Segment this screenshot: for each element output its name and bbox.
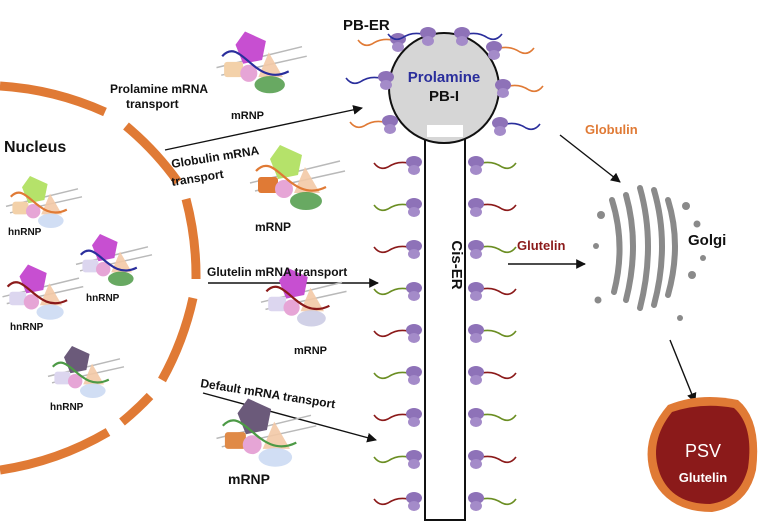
prolamine-transport-label-1: Prolamine mRNA [110, 82, 208, 96]
mrnp-label-3: mRNP [294, 345, 327, 357]
hnrnp-label-4: hnRNP [50, 402, 84, 413]
ribosome [349, 115, 398, 134]
glutelin-output-label: Glutelin [517, 238, 565, 253]
default-transport-label: Default mRNA transport [200, 376, 337, 411]
ribosome [495, 79, 544, 98]
rnp-complex [2, 264, 84, 320]
rnp-complex [47, 346, 125, 398]
prolamine-arrow [164, 105, 363, 151]
ribosome [468, 156, 517, 175]
rnp-complex [260, 268, 347, 327]
ribosome [387, 27, 436, 46]
globulin-arrow [559, 134, 621, 183]
globulin-transport-label-2: transport [170, 167, 224, 189]
hnrnp-label-3: hnRNP [10, 322, 44, 333]
ribosome [373, 282, 422, 301]
mrnp-label-4: mRNP [228, 471, 270, 487]
rnp-complex [216, 398, 317, 467]
golgi-label: Golgi [688, 232, 726, 249]
ribosome [373, 408, 422, 427]
golgi-vesicles [593, 202, 706, 321]
ribosome [357, 33, 406, 52]
ribosome [468, 492, 517, 511]
ribosome [373, 450, 422, 469]
cis-er-label: Cis-ER [448, 240, 465, 289]
mrnp-label-1: mRNP [231, 110, 264, 122]
ribosome [468, 450, 517, 469]
globulin-transport-label-1: Globulin mRNA [170, 143, 260, 171]
rnp-complex [216, 31, 307, 94]
ribosome [468, 366, 517, 385]
psv-body [656, 405, 750, 504]
pb-er-label: PB-ER [343, 17, 390, 34]
ribosome [373, 366, 422, 385]
ribosome [468, 198, 517, 217]
prolamine-label: Prolamine [408, 69, 481, 86]
ribosome [454, 27, 503, 46]
ribosome [373, 240, 422, 259]
default-transport-arrow [202, 392, 377, 443]
hnrnp-label-2: hnRNP [86, 293, 120, 304]
golgi-icon [609, 185, 678, 311]
rnp-complex [249, 145, 346, 210]
rnp-complex [75, 234, 153, 286]
rnp-complex [5, 176, 83, 228]
nucleus-label: Nucleus [4, 139, 66, 156]
nucleus-envelope [0, 81, 201, 475]
ribosome-group [345, 27, 544, 511]
ribosome [373, 324, 422, 343]
ribosome [468, 282, 517, 301]
ribosome [486, 41, 535, 60]
globulin-output-label: Globulin [585, 122, 638, 137]
ribosome [492, 117, 541, 136]
golgi-to-psv-arrow [669, 339, 697, 403]
ribosome [468, 324, 517, 343]
hnrnp-label-1: hnRNP [8, 227, 42, 238]
ribosome [373, 198, 422, 217]
ribosome [373, 492, 422, 511]
psv-glutelin-label: Glutelin [679, 470, 727, 485]
psv-label: PSV [685, 441, 721, 461]
ribosome [345, 71, 394, 90]
prolamine-transport-label-2: transport [126, 97, 179, 111]
pb-i-label: PB-I [429, 88, 459, 105]
ribosome [468, 240, 517, 259]
ribosome [373, 156, 422, 175]
mrnp-label-2: mRNP [255, 220, 291, 234]
ribosome [468, 408, 517, 427]
rnp-complexes [2, 31, 347, 467]
cis-er-column [424, 124, 466, 521]
glutelin-transport-label: Glutelin mRNA transport [207, 265, 347, 279]
